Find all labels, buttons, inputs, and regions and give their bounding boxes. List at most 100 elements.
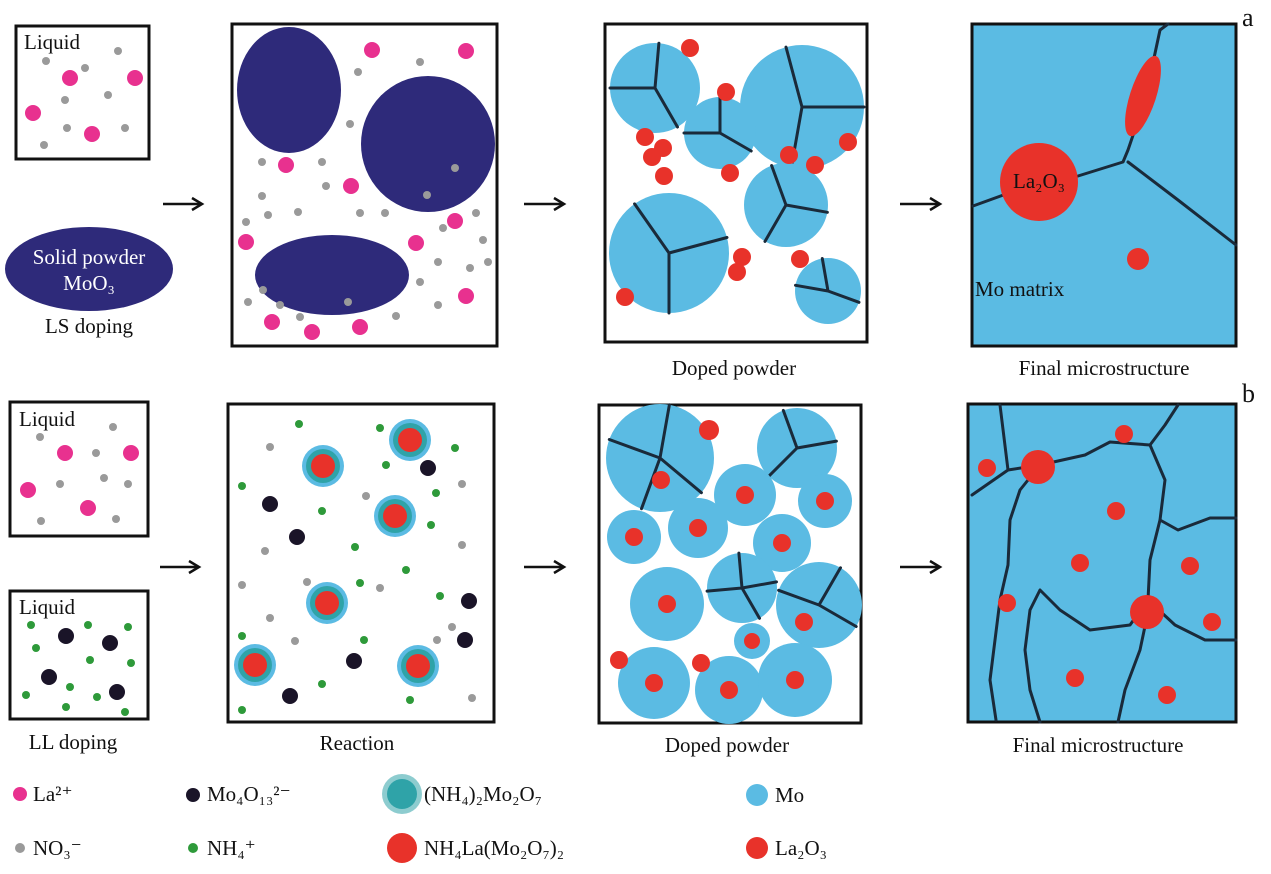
a-arrow-3 [900,196,943,212]
la2o3-particle [839,133,857,151]
mo4o13-anion [41,669,57,685]
reaction-label: Reaction [320,731,395,755]
nh4la-mo2o7-core [406,654,430,678]
b-grain-boundaries [970,403,1238,724]
no3-ion [266,443,274,451]
la-ion [57,445,73,461]
la2o3-label: La₂O₃ [1013,169,1065,193]
nh4-ion [93,693,101,701]
no3-ion [258,192,266,200]
la2o3-particle [721,164,739,182]
la2o3-particle [773,534,791,552]
no3-ion [124,480,132,488]
no3-ion [439,224,447,232]
la2o3-particle [998,594,1016,612]
nh4-ion [406,696,414,704]
nh4-ion [22,691,30,699]
no3-ion [294,208,302,216]
la2o3-particle [610,651,628,669]
grain-boundary [608,41,679,129]
la-ion [458,43,474,59]
no3-ion [37,517,45,525]
mo4o13-anion [282,688,298,704]
mo4o13-anion [109,684,125,700]
la-ion [62,70,78,86]
la2o3-grain-boundary-particle [1000,143,1078,221]
la2o3-particle [786,671,804,689]
legend-item-mo4o13: Mo₄O₁₃²⁻ [186,782,291,806]
la2o3-particle [652,471,670,489]
nh4-ion [121,708,129,716]
la2o3-particle [689,519,707,537]
nh4-ion [451,444,459,452]
nh4-ion-swatch [188,843,198,853]
nh4-ion [238,632,246,640]
la-ion [458,288,474,304]
la2o3-particle [692,654,710,672]
no3-ion [472,209,480,217]
la2o3-particle [1107,502,1125,520]
no3-ion [109,423,117,431]
mo4o13-swatch [186,788,200,802]
nh4-ion [432,489,440,497]
legend-label: NH₄La(Mo₂O₇)₂ [424,836,564,860]
row-b: b Liquid Liquid LL doping Reaction Doped… [8,379,1255,757]
a-doped-powder-label: Doped powder [672,356,796,380]
mo-swatch [746,784,768,806]
no3-ion [416,278,424,286]
la-ion [123,445,139,461]
mo-matrix-label: Mo matrix [975,277,1065,301]
no3-ion [356,209,364,217]
la2o3-particle [736,486,754,504]
nh4-ion [66,683,74,691]
la-ion [304,324,320,340]
no3-ion [104,91,112,99]
mo4o13-anion [102,635,118,651]
no3-ion [258,158,266,166]
grain-boundary [988,463,1042,722]
la2o3-particle [681,39,699,57]
b-liquid-box-1 [8,400,150,538]
no3-ion [303,578,311,586]
no3-ion [42,57,50,65]
b-liquid-box-2 [8,589,150,721]
no3-ion [434,301,442,309]
nh4la-mo2o7-core [243,653,267,677]
la-ion [127,70,143,86]
no3-ion-swatch [15,843,25,853]
b-reaction-species [234,419,477,714]
nh4-ion [402,566,410,574]
no3-ion [434,258,442,266]
mo4o13-anion [346,653,362,669]
grain-boundary [607,403,703,511]
no3-ion [362,492,370,500]
nh4-ion [436,592,444,600]
no3-ion [36,433,44,441]
no3-ion [448,623,456,631]
nh4la-mo2o7-swatch [387,833,417,863]
mo4o13-anion [262,496,278,512]
no3-ion [238,581,246,589]
b-final-label: Final microstructure [1013,733,1184,757]
la-ion [80,500,96,516]
la-ion [264,314,280,330]
legend-item-nh4: NH₄⁺ [188,836,256,860]
mo4o13-anion [420,460,436,476]
la-ion [408,235,424,251]
moo3-label: MoO₃ [63,271,115,295]
moo3-particle [255,235,409,315]
la2o3-particle [658,595,676,613]
legend-item-la2o3: La₂O₃ [746,836,827,860]
la2o3-particle [806,156,824,174]
legend-label: Mo₄O₁₃²⁻ [207,782,291,806]
b-doped-mo-particles [606,403,862,724]
la2o3-particle [978,459,996,477]
a-doped-la2o3-particles [616,39,857,306]
no3-ion [354,68,362,76]
no3-ion [40,141,48,149]
b-final-la2o3-particles [978,425,1221,704]
la2o3-particle [655,167,673,185]
grain-boundary [633,202,729,315]
a-arrow-2 [524,196,567,212]
